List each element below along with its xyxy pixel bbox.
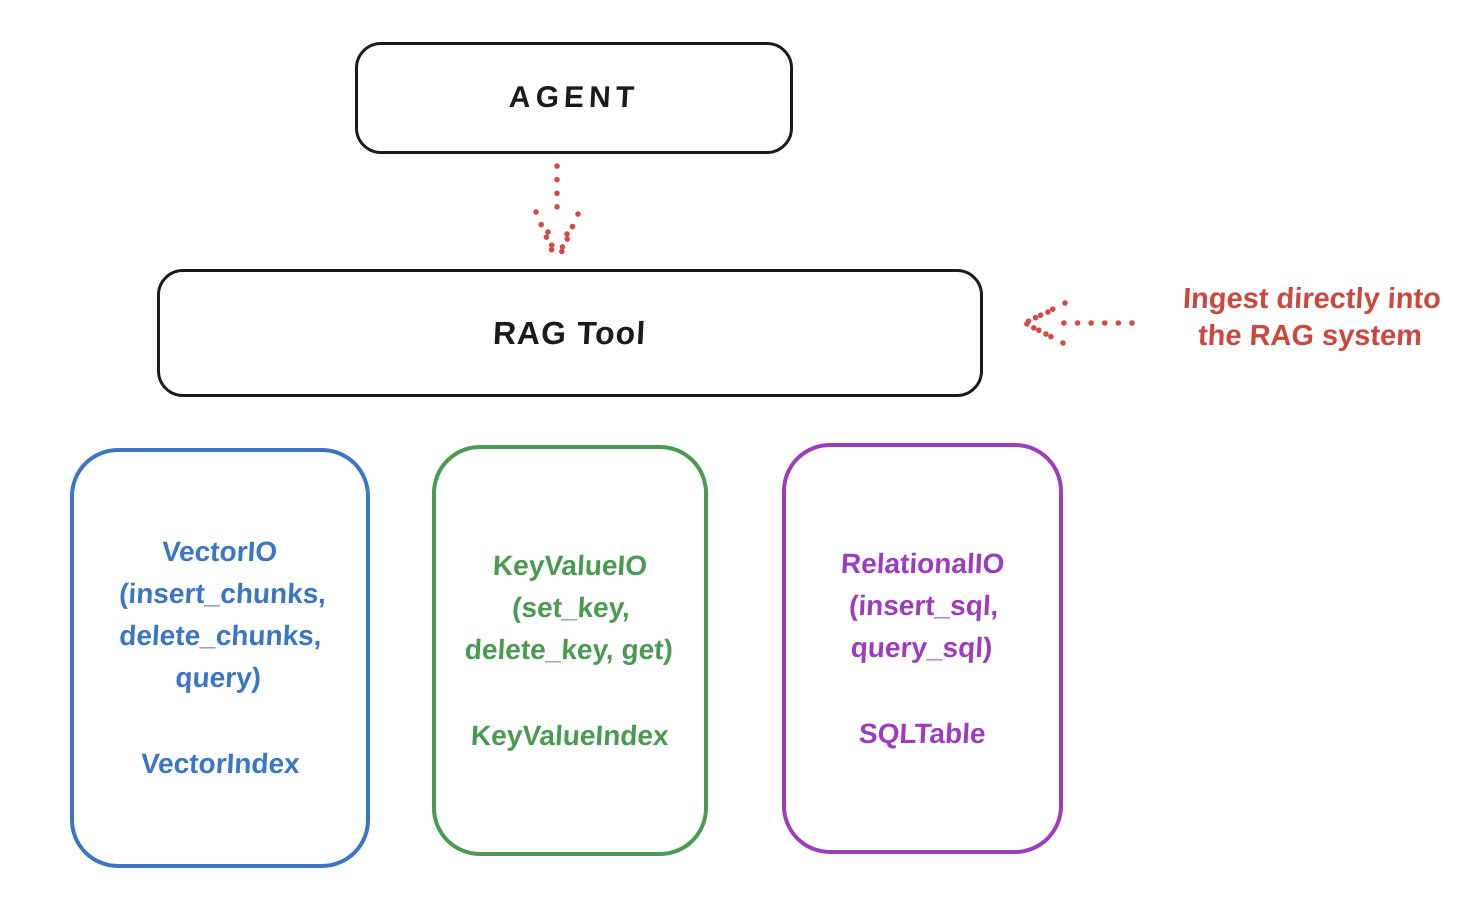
arrow-wing-top: [1022, 300, 1068, 326]
relational-io-title: RelationalIO: [840, 547, 1006, 579]
arrow-inner-bottom: [1021, 320, 1049, 337]
arrow-inner-right: [556, 231, 570, 260]
vector-io-methods: (insert_chunks, delete_chunks, query): [117, 578, 327, 693]
ingest-annotation: Ingest directly into the RAG system: [1182, 283, 1442, 352]
rag-tool-label: RAG Tool: [492, 314, 648, 351]
vector-io-title: VectorIO: [161, 536, 279, 567]
arrow-wing-left: [533, 209, 558, 261]
keyvalue-io-box: KeyValueIO (set_key, delete_key, get) Ke…: [432, 445, 708, 856]
dotted-arrow-down-icon: [533, 163, 581, 261]
relational-io-box: RelationalIO (insert_sql, query_sql) SQL…: [782, 443, 1063, 854]
agent-label: AGENT: [508, 81, 640, 114]
vector-io-box: VectorIO (insert_chunks, delete_chunks, …: [70, 448, 370, 868]
arrow-inner-top: [1021, 309, 1051, 326]
relational-io-methods: (insert_sql, query_sql): [848, 589, 1000, 663]
dotted-arrow-left-icon: [1021, 300, 1135, 346]
keyvalue-io-title: KeyValueIO: [492, 549, 648, 581]
keyvalue-io-methods: (set_key, delete_key, get): [464, 591, 674, 665]
agent-box: AGENT: [355, 42, 793, 154]
keyvalue-index-label: KeyValueIndex: [470, 719, 670, 751]
vector-index-label: VectorIndex: [139, 748, 301, 779]
sql-table-label: SQLTable: [858, 717, 987, 749]
arrow-wing-right: [556, 211, 581, 261]
arrow-inner-left: [545, 229, 558, 260]
rag-tool-box: RAG Tool: [157, 269, 983, 397]
